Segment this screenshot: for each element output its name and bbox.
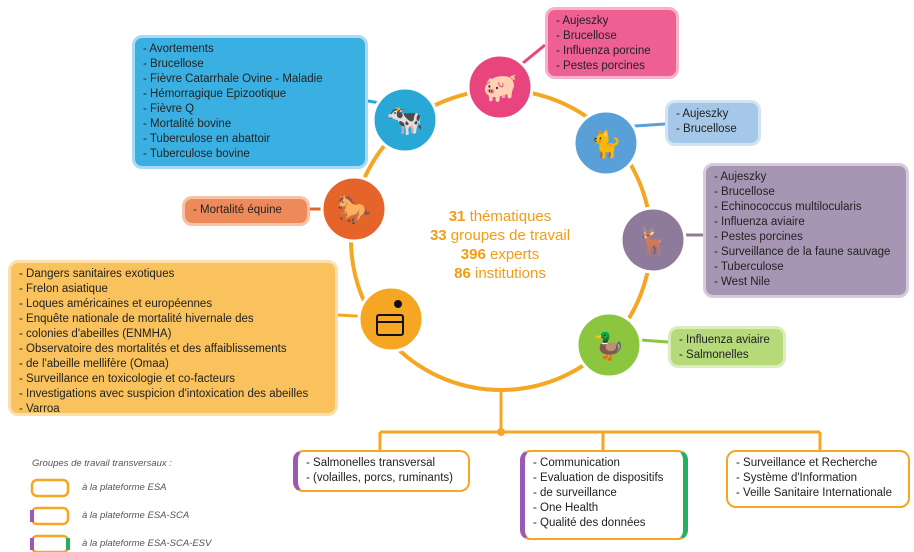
list-item: Mortalité équine (193, 203, 299, 218)
list-item: Fièvre Q (143, 102, 357, 117)
legend-title: Groupes de travail transversaux : (32, 458, 172, 469)
list-item: Système d'Information (736, 471, 900, 486)
list-item: Brucellose (714, 185, 898, 200)
list-item: Loques américaines et européennes (19, 297, 327, 312)
deer-bird-icon: 🦌 (619, 206, 687, 274)
legend-swatch-esa-sca (30, 506, 70, 526)
list-item: Mortalité bovine (143, 117, 357, 132)
pig-box: AujeszkyBrucelloseInfluenza porcinePeste… (545, 7, 679, 79)
list-item: Salmonelles transversal (306, 456, 460, 471)
svg-text:🦌: 🦌 (637, 226, 669, 256)
transversal-box-salmonelles: Salmonelles transversal(volailles, porcs… (293, 450, 470, 492)
svg-text:🐈: 🐈 (590, 129, 622, 159)
duck-chicken-icon: 🦆 (575, 311, 643, 379)
list-item: Tuberculose bovine (143, 147, 357, 162)
list-item: Tuberculose (714, 260, 898, 275)
list-item: Evaluation de dispositifs (533, 471, 675, 486)
list-item: Pestes porcines (556, 59, 668, 74)
list-item: Aujeszky (714, 170, 898, 185)
list-item: Hémorragique Epizootique (143, 87, 357, 102)
svg-text:🦆: 🦆 (593, 331, 625, 362)
pets-box: AujeszkyBrucellose (665, 100, 761, 146)
list-item: de surveillance (533, 486, 675, 501)
legend-label-esa: à la plateforme ESA (82, 482, 167, 493)
list-item: Brucellose (143, 57, 357, 72)
wildlife-box: AujeszkyBrucelloseEchinococcus multilocu… (703, 163, 909, 298)
bees-box: Dangers sanitaires exotiquesFrelon asiat… (8, 260, 338, 416)
list-item: Observatoire des mortalités et des affai… (19, 342, 327, 357)
list-item: Veille Sanitaire Internationale (736, 486, 900, 501)
list-item: Fièvre Catarrhale Ovine - Maladie (143, 72, 357, 87)
list-item: West Nile (714, 275, 898, 290)
list-item: Aujeszky (556, 14, 668, 29)
svg-text:🐎: 🐎 (337, 194, 372, 225)
list-item: Influenza aviaire (679, 333, 775, 348)
list-item: Surveillance de la faune sauvage (714, 245, 898, 260)
center-stats: 31 thématiques 33 groupes de travail 396… (429, 208, 571, 282)
list-item: colonies d'abeilles (ENMHA) (19, 327, 327, 342)
list-item: Investigations avec suspicion d'intoxica… (19, 387, 327, 402)
list-item: Frelon asiatique (19, 282, 327, 297)
list-item: Varroa (19, 402, 327, 417)
horse-box: Mortalité équine (182, 196, 310, 226)
list-item: One Health (533, 501, 675, 516)
list-item: Enquête nationale de mortalité hivernale… (19, 312, 327, 327)
cat-dog-icon: 🐈 (572, 109, 640, 177)
horse-icon: 🐎 (320, 175, 388, 243)
poultry-box: Influenza aviaireSalmonelles (668, 326, 786, 368)
svg-text:🐄: 🐄 (386, 104, 423, 137)
transversal-box-surveillance: Surveillance et RechercheSystème d'Infor… (726, 450, 910, 508)
list-item: Dangers sanitaires exotiques (19, 267, 327, 282)
junction-dot (497, 428, 505, 436)
legend-swatch-esa (30, 478, 70, 498)
list-item: Salmonelles (679, 348, 775, 363)
list-item: (volailles, porcs, ruminants) (306, 471, 460, 486)
list-item: Communication (533, 456, 675, 471)
list-item: Echinococcus multilocularis (714, 200, 898, 215)
list-item: Surveillance et Recherche (736, 456, 900, 471)
list-item: Brucellose (676, 122, 750, 137)
list-item: de l'abeille mellifère (Omaa) (19, 357, 327, 372)
list-item: Influenza porcine (556, 44, 668, 59)
list-item: Pestes porcines (714, 230, 898, 245)
list-item: Brucellose (556, 29, 668, 44)
list-item: Influenza aviaire (714, 215, 898, 230)
legend-label-esa-sca-esv: à la plateforme ESA-SCA-ESV (82, 538, 212, 549)
transversal-box-communication: CommunicationEvaluation de dispositifsde… (520, 450, 688, 540)
list-item: Avortements (143, 42, 357, 57)
list-item: Surveillance en toxicologie et co-facteu… (19, 372, 327, 387)
list-item: Tuberculose en abattoir (143, 132, 357, 147)
svg-text:🐖: 🐖 (483, 72, 518, 103)
legend-swatch-esa-sca-esv (30, 534, 70, 552)
pig-icon: 🐖 (466, 53, 534, 121)
bee-hive-icon (357, 285, 425, 353)
cattle-box: AvortementsBrucelloseFièvre Catarrhale O… (132, 35, 368, 169)
legend-label-esa-sca: à la plateforme ESA-SCA (82, 510, 190, 521)
cow-sheep-icon: 🐄 (371, 86, 439, 154)
list-item: Aujeszky (676, 107, 750, 122)
list-item: Qualité des données (533, 516, 675, 531)
